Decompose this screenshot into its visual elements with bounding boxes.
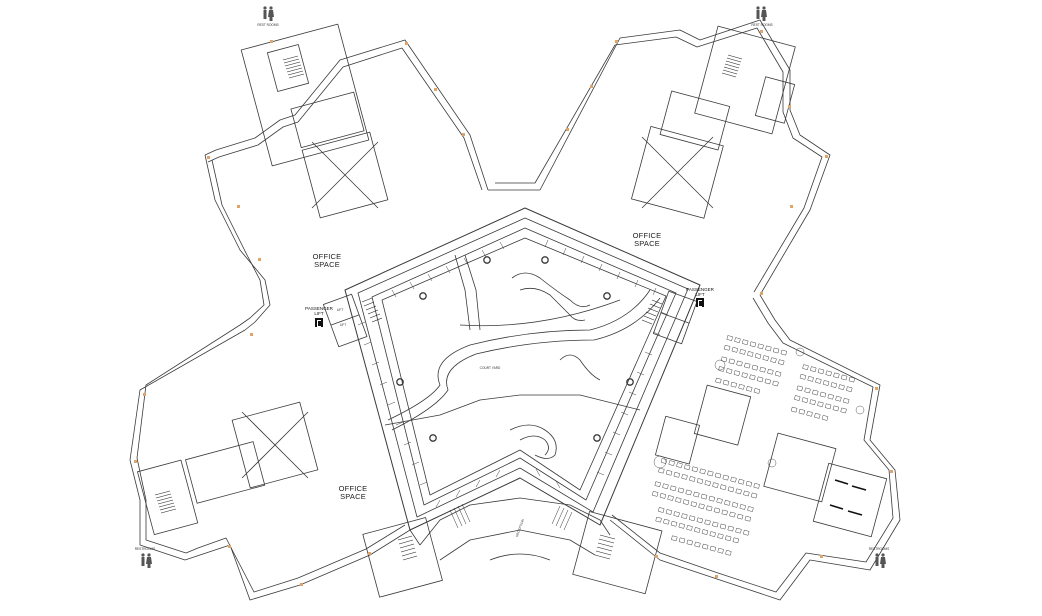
rest-room-label-top-right: REST ROOMS bbox=[751, 23, 773, 27]
court-yard-label: COURT YARD bbox=[479, 366, 501, 370]
rest-room-people-icon bbox=[141, 553, 152, 568]
rest-room-people-icon bbox=[263, 6, 274, 21]
workstations bbox=[651, 335, 865, 556]
column-circle-icon bbox=[483, 256, 491, 264]
wing-north-east bbox=[488, 19, 831, 296]
lift-label-b: LIFT bbox=[339, 323, 347, 327]
rest-room-label-top-left: REST ROOMS bbox=[257, 23, 279, 27]
passenger-lift-icon bbox=[696, 298, 704, 307]
office-space-label-left: OFFICE SPACE bbox=[312, 252, 342, 269]
wing-north-west bbox=[129, 23, 489, 461]
rest-room-label-bottom-right: RESTROOMS bbox=[868, 547, 890, 551]
office-space-label-right: OFFICE SPACE bbox=[632, 231, 662, 248]
rest-room-people-icon bbox=[875, 553, 886, 568]
lift-core-right bbox=[641, 290, 698, 345]
office-space-label-bottom: OFFICE SPACE bbox=[338, 484, 368, 501]
courtyard bbox=[344, 207, 701, 531]
passenger-lift-label-left: PASSENGER LIFT bbox=[305, 306, 333, 316]
wing-south-west bbox=[129, 401, 443, 601]
passenger-lift-label-right: PASSENGER LIFT bbox=[686, 287, 714, 297]
rest-room-label-bottom-left: RESTROOMS bbox=[134, 547, 156, 551]
reception-area bbox=[419, 497, 611, 561]
lift-label-a: LIFT bbox=[336, 308, 344, 312]
passenger-lift-icon bbox=[315, 318, 323, 327]
lift-core-left bbox=[322, 293, 383, 348]
rest-room-people-icon bbox=[756, 6, 767, 21]
wing-south-east bbox=[572, 294, 901, 601]
